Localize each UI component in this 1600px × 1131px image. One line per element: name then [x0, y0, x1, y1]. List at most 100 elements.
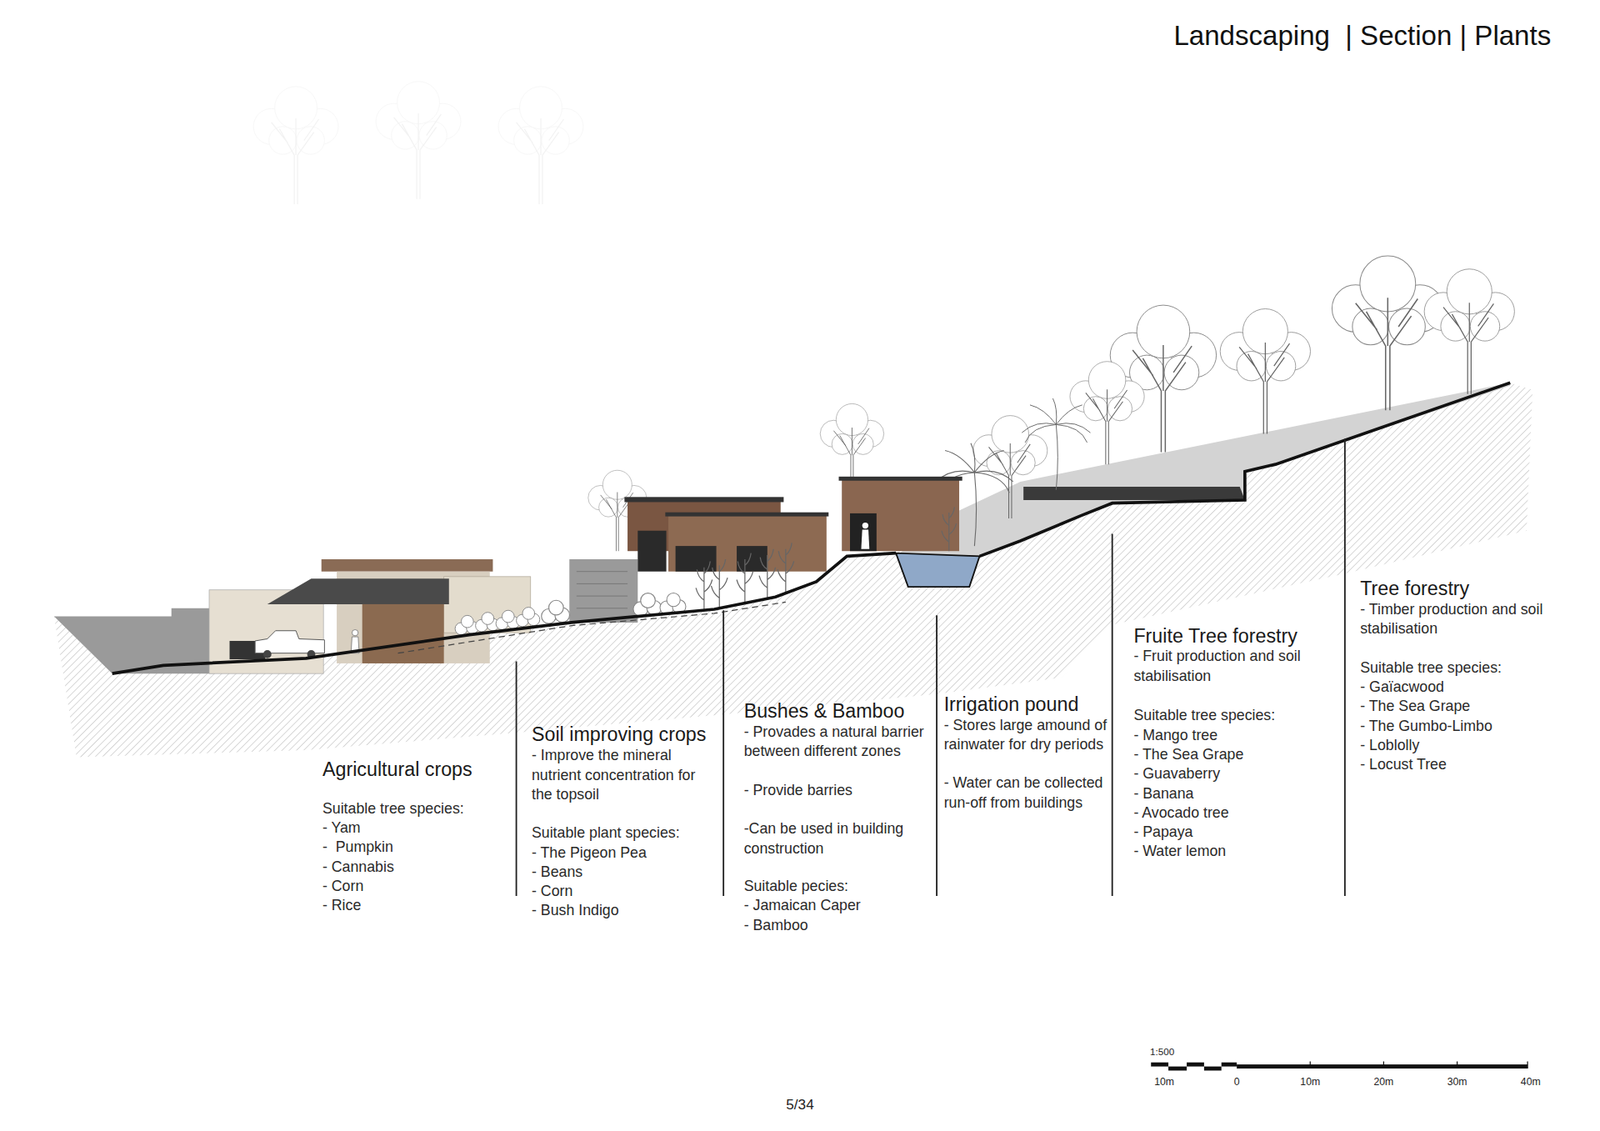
- zone-note: - Improve the mineral nutrient concentra…: [531, 745, 720, 805]
- page-number: 5/34: [785, 1095, 814, 1114]
- zone-heading: Fruite Tree forestry: [1133, 624, 1307, 649]
- zone-note: - Fruit production and soil stabilisatio…: [1133, 646, 1307, 686]
- building-cladding: [362, 604, 445, 664]
- bush: [633, 593, 662, 617]
- scale-bar: [1186, 1062, 1205, 1067]
- zone-heading: Irrigation pound: [944, 692, 1110, 717]
- zone-column: Irrigation pound- Stores large amound of…: [944, 692, 1110, 812]
- zone-note: - Papaya: [1133, 822, 1307, 842]
- stairs: [576, 571, 628, 609]
- zone-heading: Agricultural crops: [322, 757, 513, 782]
- zone-note: - Provades a natural barrier between dif…: [744, 722, 930, 762]
- zone-note: - Corn: [531, 881, 720, 901]
- zone-note: - Cannabis: [322, 857, 513, 877]
- fruit-tree: [1110, 305, 1216, 452]
- zone-note: Suitable pecies:: [744, 876, 930, 896]
- concrete-base: [569, 559, 638, 623]
- zone-note: - Beans: [531, 862, 720, 882]
- zone-column: Soil improving crops- Improve the minera…: [531, 722, 720, 921]
- bamboo: [695, 560, 713, 610]
- bamboo: [777, 542, 795, 592]
- zone-note: Suitable tree species:: [1133, 705, 1307, 725]
- upper-terrain: [895, 382, 1510, 556]
- bamboo: [759, 549, 776, 599]
- ground-line: [112, 382, 1511, 674]
- zone-note: - The Sea Grape: [1133, 745, 1307, 765]
- crop-plant: [455, 615, 479, 635]
- pickup-truck: [255, 630, 325, 654]
- building-opening: [637, 530, 666, 572]
- zone-note: - Avocado tree: [1133, 803, 1307, 823]
- building-roof: [624, 496, 784, 502]
- scale-bar: [1168, 1066, 1187, 1071]
- building-opening: [675, 545, 717, 572]
- person: [860, 530, 870, 550]
- zone-note: - Loblolly: [1360, 735, 1544, 755]
- building-roof: [665, 512, 829, 517]
- fruit-tree: [973, 415, 1048, 519]
- zone-note: - The Pigeon Pea: [531, 842, 720, 862]
- zone-note: - Pumpkin: [322, 837, 513, 857]
- zone-note: - Locust Tree: [1360, 755, 1544, 775]
- irrigation-pond: [895, 553, 980, 587]
- zone-heading: Tree forestry: [1360, 576, 1544, 601]
- zone-heading: Soil improving crops: [531, 722, 720, 747]
- bamboo: [710, 559, 728, 609]
- person: [351, 630, 358, 636]
- zone-divider: [935, 615, 938, 896]
- scale-bar: [1221, 1062, 1237, 1067]
- zone-note: - Guavaberry: [1133, 764, 1307, 784]
- building-opening: [850, 513, 877, 551]
- scale-label: 20m: [1373, 1074, 1394, 1088]
- building-opening: [736, 545, 768, 572]
- fruit-tree: [1070, 361, 1145, 465]
- scale-label: 0: [1234, 1074, 1240, 1088]
- zone-note: - Bamboo: [744, 915, 930, 935]
- scale-bar: [1150, 1062, 1169, 1067]
- zone-note: - Mango tree: [1133, 725, 1307, 745]
- zone-divider: [722, 610, 725, 896]
- zone-note: - Corn: [322, 876, 513, 896]
- zone-note: - Water lemon: [1133, 841, 1307, 861]
- zone-note: Suitable plant species:: [531, 823, 720, 843]
- building-roof: [267, 578, 450, 605]
- faded-tree: [498, 86, 584, 205]
- ground-hatch: [54, 382, 1533, 757]
- zone-note: - Jamaican Caper: [744, 895, 930, 915]
- building-cladding: [321, 559, 494, 572]
- zone-column: Tree forestry- Timber production and soi…: [1360, 576, 1544, 775]
- zone-note: - Timber production and soil stabilisati…: [1360, 600, 1544, 640]
- crop-plant: [475, 612, 500, 632]
- scale-label: 10m: [1300, 1074, 1320, 1088]
- zone-note: - Rice: [322, 895, 513, 915]
- building-roof: [839, 476, 963, 481]
- bamboo: [736, 553, 754, 603]
- scale-label: 1:500: [1150, 1045, 1175, 1059]
- zone-note: -Can be used in building construction: [744, 819, 930, 859]
- dashed-line: [398, 601, 786, 653]
- bamboo: [941, 506, 957, 551]
- zone-note: - Water can be collected run-off from bu…: [944, 773, 1110, 813]
- zone-note: - Banana: [1133, 783, 1307, 803]
- zone-divider: [515, 660, 518, 896]
- bush: [541, 600, 570, 624]
- zone-note: Suitable tree species:: [322, 799, 513, 819]
- zone-note: Suitable tree species:: [1360, 658, 1544, 678]
- sheet-title: Landscaping | Section | Plants: [1173, 18, 1551, 54]
- crop-plant: [495, 610, 520, 630]
- truck-wheel: [263, 650, 272, 659]
- person: [862, 522, 869, 529]
- zone-column: Agricultural cropsSuitable tree species:…: [322, 757, 513, 916]
- scale-label: 40m: [1520, 1074, 1541, 1088]
- faded-tree: [253, 86, 339, 205]
- scale-label: 10m: [1154, 1074, 1175, 1088]
- zone-note: - Yam: [322, 818, 513, 838]
- zone-divider: [1111, 533, 1114, 896]
- scale-bar: [1204, 1066, 1222, 1071]
- zone-note: - The Gumbo-Limbo: [1360, 716, 1544, 736]
- forest-tree: [1424, 269, 1515, 395]
- retaining-wall: [1023, 486, 1245, 500]
- zone-column: Bushes & Bamboo- Provades a natural barr…: [744, 699, 930, 935]
